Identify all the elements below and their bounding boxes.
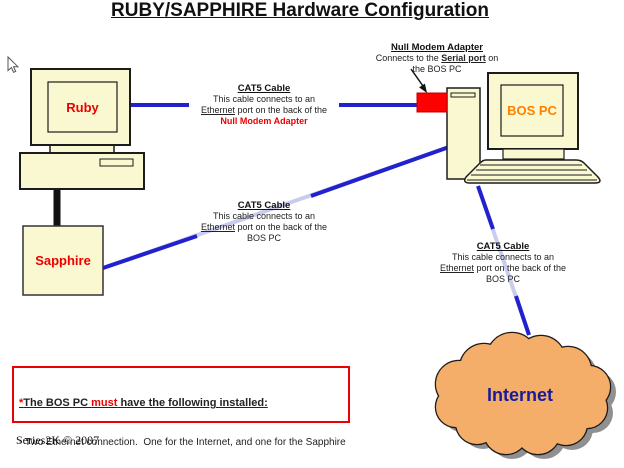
null-modem-arrow-head xyxy=(419,83,427,93)
ruby-base-unit xyxy=(19,152,145,190)
cat5-ruby-line3: Null Modem Adapter xyxy=(220,116,308,126)
cat5-internet-line3: BOS PC xyxy=(485,274,520,284)
bos-tower xyxy=(446,87,481,180)
cable-sapphire-to-bos-a xyxy=(102,234,198,270)
cat5-ruby-line1: This cable connects to an xyxy=(212,94,316,104)
cat5-ruby-line2: Ethernet port on the back of the xyxy=(200,105,328,115)
cat5-sapphire-line2: Ethernet port on the back of the xyxy=(200,222,328,232)
null-modem-annotation: Null Modem Adapter Connects to the Seria… xyxy=(355,42,519,75)
cat5-ruby-title: CAT5 Cable xyxy=(237,83,291,94)
ruby-drive-slot xyxy=(99,158,134,167)
page-title: RUBY/SAPPHIRE Hardware Configuration xyxy=(111,0,489,21)
cat5-ruby-annotation: CAT5 Cable This cable connects to an Eth… xyxy=(189,83,339,127)
cat5-internet-line2: Ethernet port on the back of the xyxy=(439,263,567,273)
null-modem-annotation-line2: the BOS PC xyxy=(412,64,462,74)
null-modem-annotation-title: Null Modem Adapter xyxy=(390,42,483,53)
sapphire-box xyxy=(22,225,104,296)
requirements-warning-box: *The BOS PC must have the following inst… xyxy=(12,366,350,448)
footer-credit: Series2K © 2007 xyxy=(16,433,100,447)
cat5-internet-line1: This cable connects to an xyxy=(451,252,555,262)
internet-cloud-fill xyxy=(436,333,610,454)
cat5-internet-title: CAT5 Cable xyxy=(476,241,530,252)
cat5-sapphire-annotation: CAT5 Cable This cable connects to an Eth… xyxy=(189,200,339,244)
bos-monitor-neck xyxy=(502,148,565,160)
ruby-label: Ruby xyxy=(66,99,99,115)
bos-screen xyxy=(500,84,564,137)
cat5-sapphire-line1: This cable connects to an xyxy=(212,211,316,221)
warning-item-1: - Two Ethernet connection. One for the I… xyxy=(19,437,346,448)
internet-label: Internet xyxy=(486,384,553,405)
warning-heading: *The BOS PC must have the following inst… xyxy=(19,397,268,409)
cat5-internet-annotation: CAT5 Cable This cable connects to an Eth… xyxy=(428,241,578,285)
null-modem-annotation-line1: Connects to the Serial port on xyxy=(375,53,499,63)
cable-bos-to-internet-a xyxy=(476,185,495,230)
ruby-screen xyxy=(47,81,118,133)
cable-sapphire-to-bos-b xyxy=(310,145,450,198)
cable-bos-to-internet-b xyxy=(514,295,531,336)
cat5-sapphire-title: CAT5 Cable xyxy=(237,200,291,211)
sapphire-label: Sapphire xyxy=(35,253,91,268)
bos-pc-label: BOS PC xyxy=(507,103,557,118)
bos-keyboard xyxy=(463,159,601,184)
cat5-sapphire-line3: BOS PC xyxy=(246,233,281,243)
bos-tower-slot xyxy=(450,92,476,98)
mouse-cursor-icon xyxy=(7,55,20,73)
null-modem-arrow-line xyxy=(410,68,424,87)
null-modem-adapter-box xyxy=(416,92,448,113)
